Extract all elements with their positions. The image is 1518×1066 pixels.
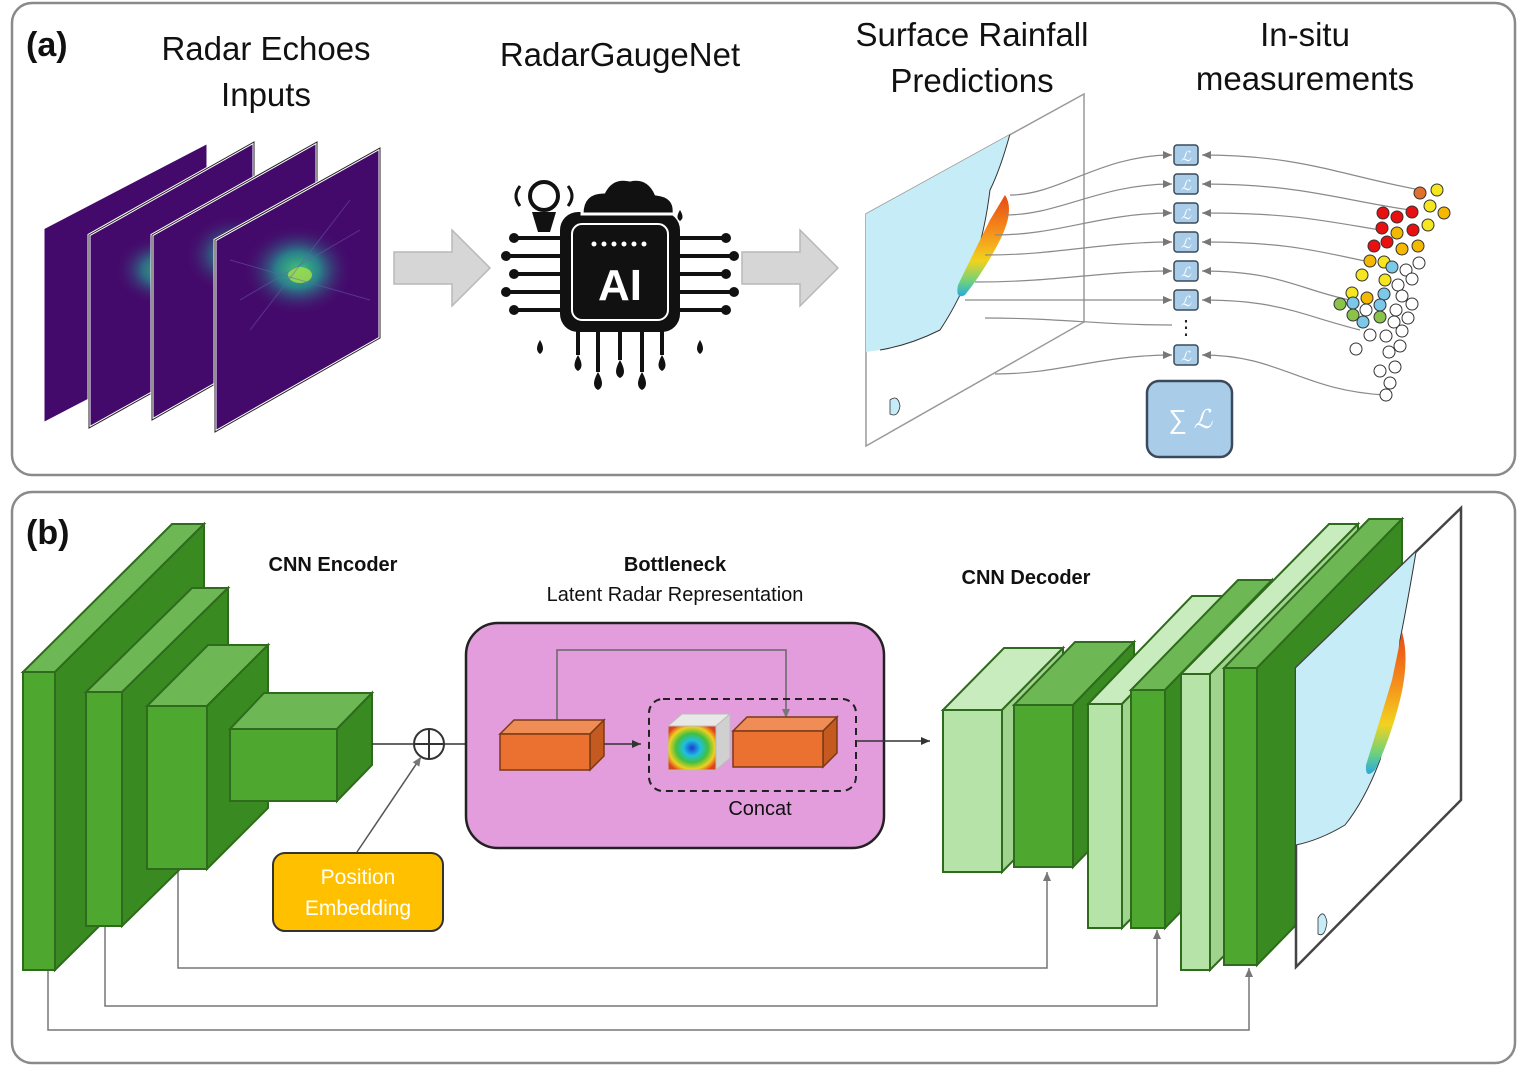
svg-text:ℒ: ℒ (1181, 206, 1192, 222)
concat-frame (648, 698, 857, 792)
encoder-label: CNN Encoder (269, 554, 398, 576)
radar-title-line1: Radar Echoes (161, 30, 370, 67)
surface-rainfall-map (865, 92, 1085, 448)
loss-box: ℒ (1173, 289, 1199, 311)
sum-loss-box (1145, 379, 1234, 459)
radar-cube-icon (666, 712, 732, 772)
skip-connections (47, 860, 1253, 1031)
bottleneck-skip-line (556, 649, 790, 724)
position-line1: Position (321, 866, 396, 889)
loss-box: ℒ (1173, 202, 1199, 224)
position-line2: Embedding (305, 897, 411, 920)
concat-label: Concat (728, 798, 792, 820)
radar-title-line2: Inputs (221, 76, 311, 113)
svg-text:ℒ: ℒ (1181, 348, 1192, 364)
bottleneck-title: Bottleneck (624, 554, 727, 576)
loss-ellipsis: ⋮ (1176, 317, 1196, 339)
position-to-add-arrow (356, 756, 422, 853)
gauge-stations (1333, 183, 1451, 402)
add-operator-icon (413, 728, 445, 760)
encoder-block-4 (227, 690, 375, 804)
model-title: RadarGaugeNet (500, 36, 740, 73)
loss-box: ℒ (1173, 344, 1199, 366)
panel-a-frame (10, 1, 1517, 477)
flow-arrow-1 (393, 228, 492, 308)
svg-text:ℒ: ℒ (1181, 148, 1192, 164)
loss-connectors (964, 151, 1421, 396)
surface-title-line2: Predictions (890, 62, 1053, 99)
radar-frame-4 (213, 145, 382, 435)
position-embedding-box (272, 852, 444, 932)
sum-loss-label: ∑ ℒ (1168, 404, 1214, 434)
latent-block-1 (498, 718, 606, 772)
svg-text:ℒ: ℒ (1181, 177, 1192, 193)
panel-a-tag: (a) (26, 26, 68, 64)
flow-arrow-2 (741, 228, 840, 308)
svg-text:ℒ: ℒ (1181, 264, 1192, 280)
loss-box: ℒ (1173, 173, 1199, 195)
ai-chip-icon: AI (501, 177, 739, 390)
svg-text:ℒ: ℒ (1181, 293, 1192, 309)
encoder-blocks (20, 521, 375, 973)
panel-b-tag: (b) (26, 514, 69, 552)
loss-box: ℒ (1173, 260, 1199, 282)
surface-title-line1: Surface Rainfall (856, 16, 1089, 53)
insitu-title-line1: In-situ (1260, 16, 1350, 53)
loss-box: ℒ (1173, 231, 1199, 253)
loss-column: ℒ ℒ ℒ ℒ ℒ ℒ ⋮ ℒ ∑ ℒ (1145, 144, 1234, 459)
decoder-label: CNN Decoder (962, 567, 1091, 589)
radar-echo-stack (41, 139, 382, 435)
svg-text:ℒ: ℒ (1181, 235, 1192, 251)
output-rainfall-map (1294, 505, 1463, 971)
latent-block-2 (731, 715, 839, 769)
insitu-title-line2: measurements (1196, 60, 1414, 97)
bottleneck-subtitle: Latent Radar Representation (547, 584, 804, 606)
ai-chip-label: AI (598, 261, 642, 310)
loss-box: ℒ (1173, 144, 1199, 166)
